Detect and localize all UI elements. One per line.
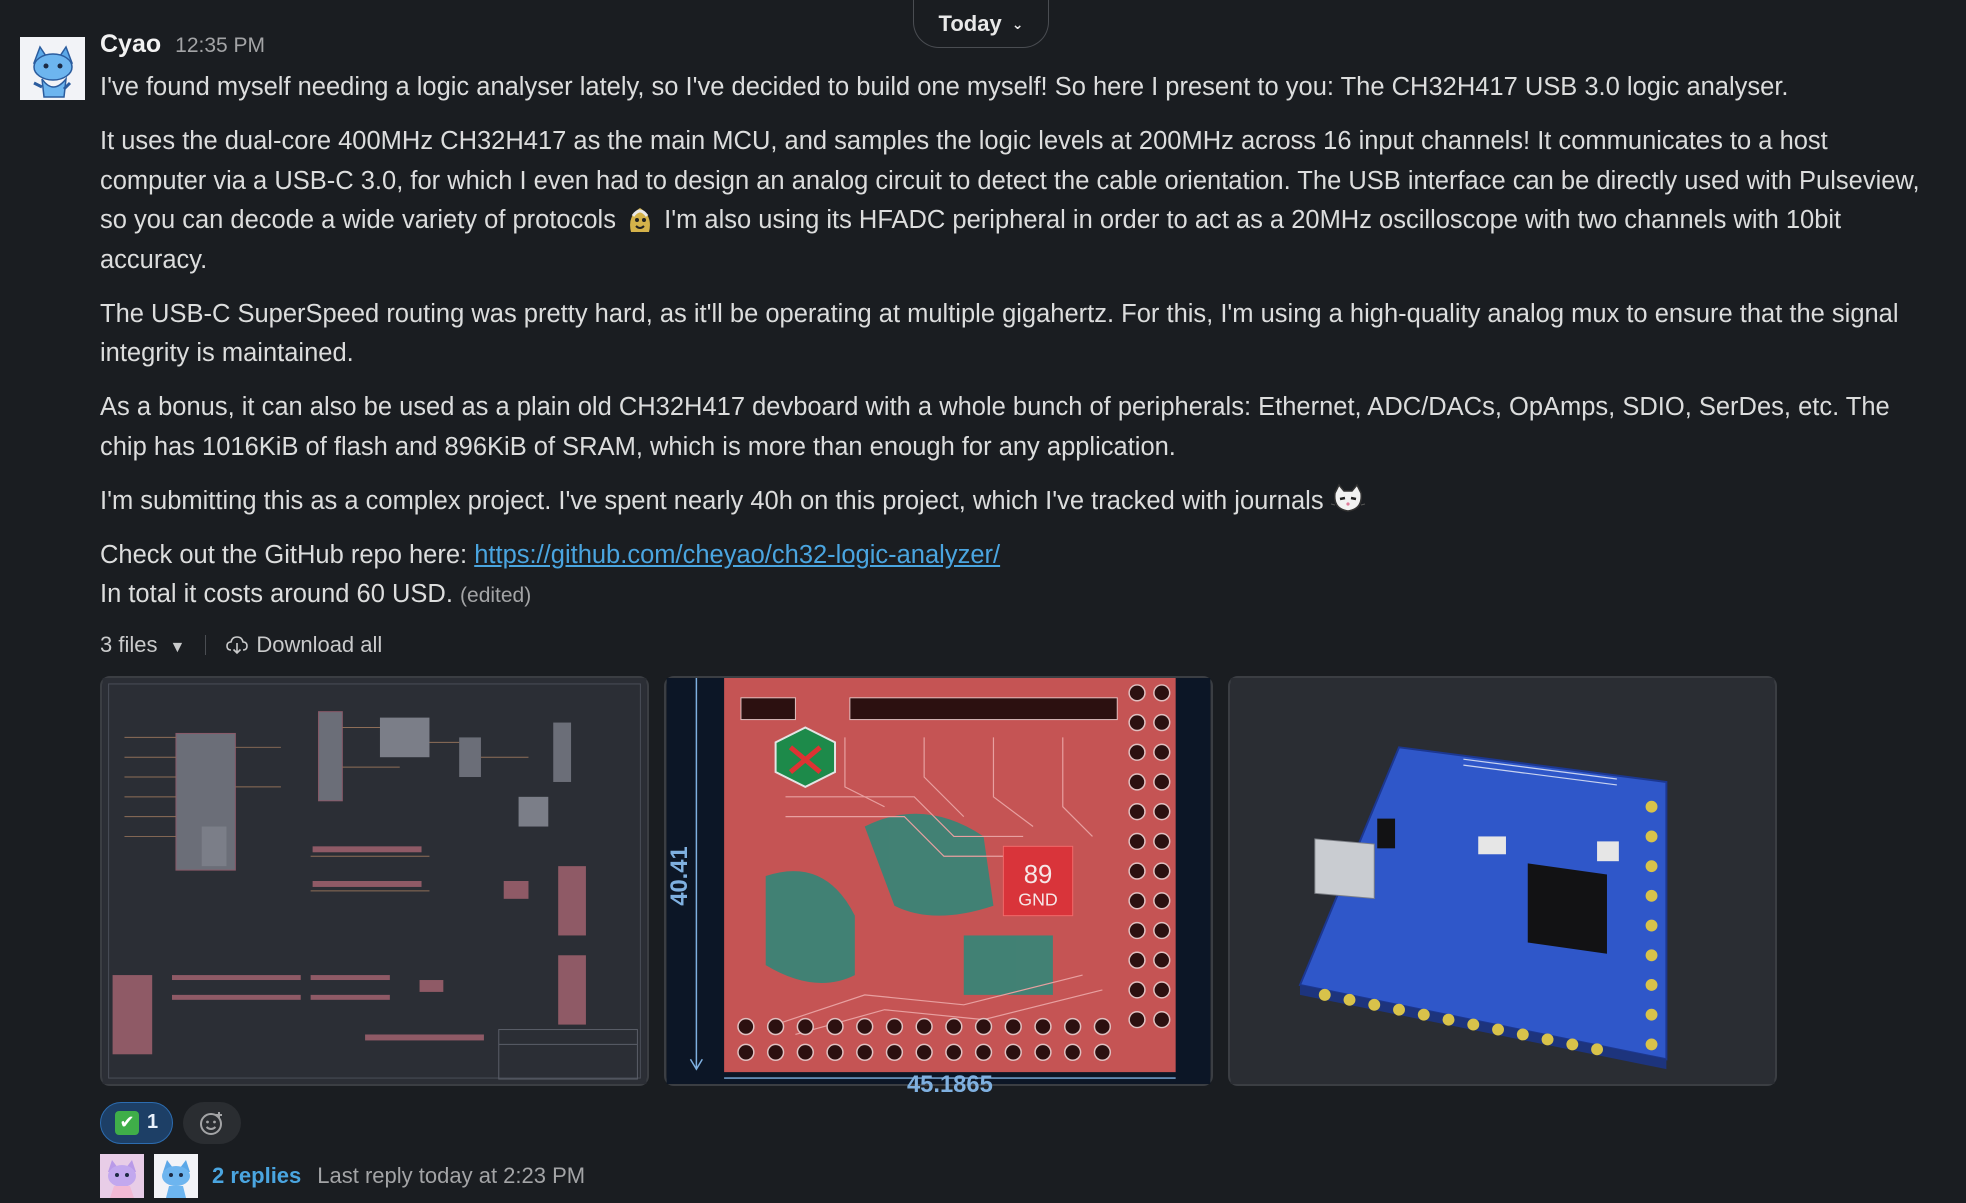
reply-avatar <box>154 1153 198 1198</box>
paragraph-text: I'm submitting this as a complex project… <box>100 486 1331 515</box>
paragraph-text: I've found myself needing a logic analys… <box>100 73 1789 101</box>
divider <box>205 634 207 655</box>
paragraph-text: In total it costs around 60 USD. <box>100 580 453 608</box>
cat-emoji-icon <box>1330 483 1365 512</box>
pcb-3d-render-image <box>1230 677 1775 1084</box>
message-header: Cyao 12:35 PM <box>100 30 1940 68</box>
reply-avatar <box>100 1153 144 1198</box>
files-bar: 3 files ▼ Download all <box>100 626 1940 664</box>
thread-summary[interactable]: 2 replies Last reply today at 2:23 PM <box>100 1153 1940 1198</box>
paragraph-text: The USB-C SuperSpeed routing was pretty … <box>100 299 1899 368</box>
message: Cyao 12:35 PM I've found myself needing … <box>100 30 1940 1198</box>
download-all-button[interactable]: Download all <box>226 632 382 658</box>
paragraph-text: I'm also using its HFADC peripheral in o… <box>100 206 1842 274</box>
files-count-label: 3 files <box>100 631 158 657</box>
pad-number-label: 89 <box>1024 860 1053 888</box>
message-paragraph: I've found myself needing a logic analys… <box>100 68 1940 108</box>
message-timestamp[interactable]: 12:35 PM <box>175 34 266 57</box>
message-paragraph: I'm submitting this as a complex project… <box>100 482 1940 522</box>
message-paragraph: The USB-C SuperSpeed routing was pretty … <box>100 295 1940 374</box>
dimension-horizontal-label: 45.1865 <box>907 1070 993 1097</box>
white-check-mark-icon: ✔ <box>115 1110 139 1135</box>
github-repo-link[interactable]: https://github.com/cheyao/ch32-logic-ana… <box>474 540 1001 569</box>
reaction-check-mark[interactable]: ✔ 1 <box>100 1101 174 1144</box>
add-reaction-button[interactable] <box>183 1101 242 1144</box>
paragraph-text: It uses the dual-core 400MHz CH32H417 as… <box>100 127 1920 234</box>
date-divider-button[interactable]: Today ⌄ <box>913 0 1049 48</box>
files-count-toggle[interactable]: 3 files ▼ <box>100 632 185 658</box>
file-thumbnail-3d-render[interactable] <box>1228 675 1777 1086</box>
author-name[interactable]: Cyao <box>100 30 162 58</box>
cloud-download-icon <box>226 635 249 654</box>
message-paragraph: In total it costs around 60 USD. (edited… <box>100 575 1940 616</box>
date-divider-label: Today <box>938 10 1002 36</box>
message-paragraph: As a bonus, it can also be used as a pla… <box>100 388 1940 467</box>
paragraph-text: Check out the GitHub repo here: <box>100 540 475 569</box>
caret-down-icon: ▼ <box>169 638 186 656</box>
replies-link[interactable]: 2 replies <box>212 1162 302 1188</box>
chevron-down-icon: ⌄ <box>1011 16 1024 32</box>
file-thumbnail-schematic[interactable] <box>100 675 649 1086</box>
message-paragraph: Check out the GitHub repo here: https://… <box>100 536 1940 576</box>
file-thumbnail-pcb-layout[interactable]: 89 GND <box>664 675 1213 1097</box>
last-reply-label: Last reply today at 2:23 PM <box>317 1162 586 1188</box>
edited-label: (edited) <box>460 584 532 607</box>
file-thumbnails: 89 GND <box>100 675 1940 1097</box>
add-emoji-icon <box>200 1111 223 1135</box>
dimension-vertical-label: 40.41 <box>666 846 693 905</box>
paragraph-text: As a bonus, it can also be used as a pla… <box>100 393 1890 461</box>
party-parrot-emoji-icon <box>630 208 651 232</box>
schematic-image <box>102 677 647 1084</box>
pcb-layout-image: 89 GND <box>666 677 1211 1097</box>
download-all-label: Download all <box>256 631 383 657</box>
pad-net-label: GND <box>1018 889 1058 909</box>
reactions-bar: ✔ 1 <box>100 1101 1940 1144</box>
message-paragraph: It uses the dual-core 400MHz CH32H417 as… <box>100 122 1940 280</box>
reaction-count: 1 <box>147 1111 159 1133</box>
blue-cat-avatar-icon <box>154 1153 198 1198</box>
blue-cat-avatar-icon <box>20 37 85 100</box>
author-avatar[interactable] <box>20 37 85 100</box>
pink-cat-avatar-icon <box>100 1153 144 1198</box>
